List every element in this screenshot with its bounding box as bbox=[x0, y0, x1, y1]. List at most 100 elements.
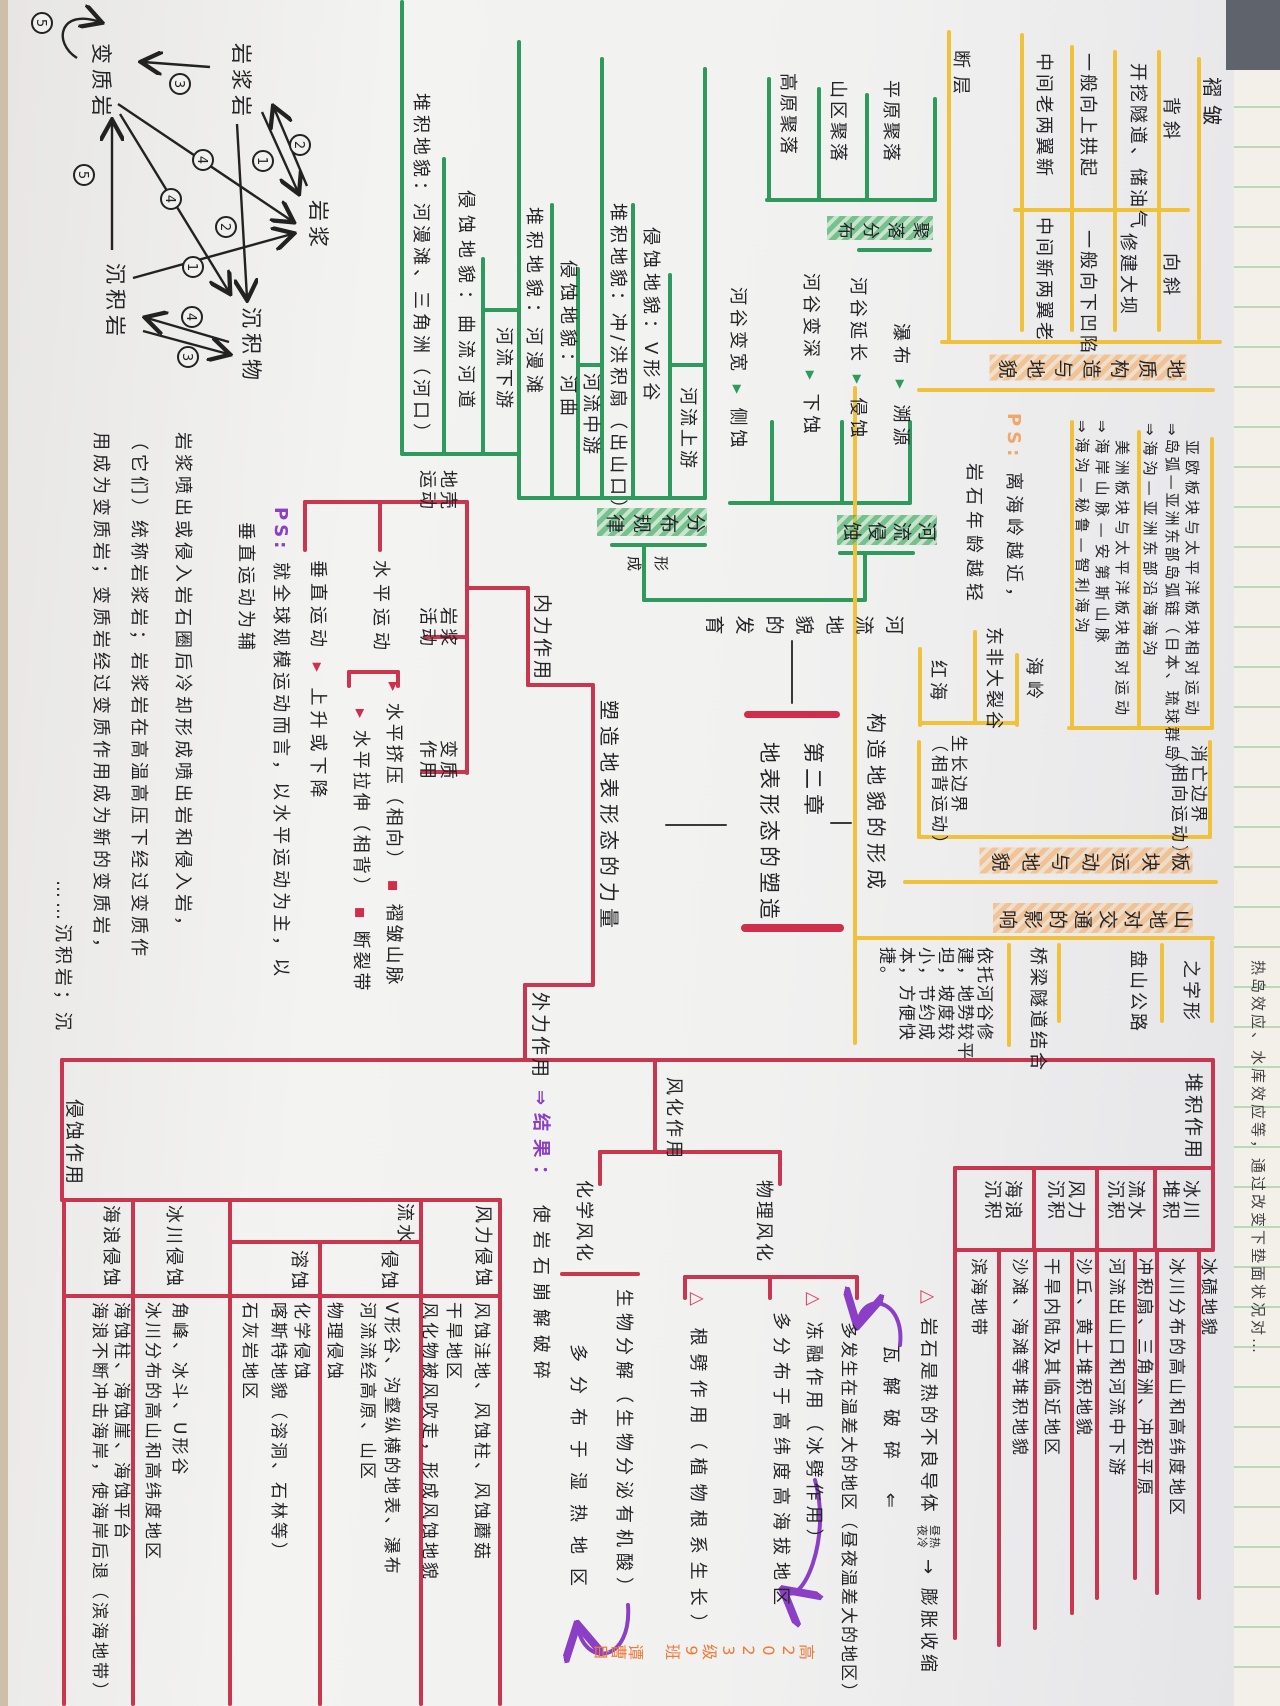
table-border bbox=[1095, 1250, 1099, 1600]
settlement-item: 平原聚落 bbox=[880, 80, 901, 164]
frost-wedging-note: 多分布于高纬度高海拔地区 bbox=[770, 1312, 791, 1612]
connector-line bbox=[838, 551, 915, 555]
erosion-detail: 石灰岩地区 bbox=[239, 1302, 259, 1402]
table-border bbox=[1153, 1166, 1157, 1252]
thermal-weathering-outcome: 瓦解破碎 ⇐ bbox=[879, 1345, 901, 1522]
connector-line bbox=[940, 340, 1222, 344]
anticline-header: 背斜 bbox=[1160, 97, 1181, 145]
connector-line bbox=[423, 635, 469, 639]
connector-line bbox=[517, 496, 707, 500]
author-name: 谭曹自 bbox=[593, 1641, 644, 1660]
erosion-detail: 风蚀洼地、风蚀柱、风蚀蘑菇 bbox=[471, 1302, 491, 1562]
erosion-detail: 海蚀柱、海蚀崖、海蚀平台 bbox=[111, 1302, 131, 1542]
day-night-stack: 昼热 夜冷 bbox=[915, 1525, 941, 1550]
table-border bbox=[1197, 57, 1201, 340]
note-text: 离海岭越近， bbox=[1003, 472, 1024, 611]
convergent-boundary-label: 消亡边界 （相向运动） bbox=[1168, 745, 1208, 865]
deposition-landforms: 沙滩、海滩等堆积地貌 bbox=[1009, 1258, 1029, 1458]
table-border bbox=[1020, 33, 1024, 332]
connector-line bbox=[600, 57, 604, 500]
night-text: 夜冷 bbox=[915, 1525, 929, 1550]
connector-line bbox=[1007, 943, 1011, 1047]
arrow-icon: ▸ bbox=[350, 709, 371, 722]
background-corner bbox=[1226, 0, 1280, 70]
table-border bbox=[131, 1198, 135, 1706]
table-border bbox=[1032, 1166, 1036, 1252]
connector-line bbox=[523, 983, 527, 1062]
class-info: 高2023级9班 bbox=[664, 1641, 815, 1660]
deposition-type: 风力 沉积 bbox=[1044, 1180, 1086, 1222]
magmatism-label: 岩浆 活动 bbox=[416, 607, 458, 649]
frost-wedging: △ 冻融作用（冰劈作用） bbox=[802, 1292, 824, 1552]
background-side-note: 热岛效应、水库效应等，通过改变下垫面状况对… bbox=[1249, 960, 1267, 1357]
result-prefix: ⇒结果： bbox=[530, 1090, 551, 1192]
table-border bbox=[1013, 208, 1190, 212]
connector-line bbox=[973, 630, 977, 725]
erosion-type: 流水 bbox=[394, 1203, 415, 1245]
syncline-header: 向斜 bbox=[1160, 253, 1181, 301]
table-border bbox=[1133, 1250, 1137, 1580]
table-border bbox=[318, 1240, 322, 1706]
note-text: 就全球规模运动而言，以水平运动为主，以 bbox=[270, 562, 291, 981]
connector-line bbox=[1057, 943, 1061, 1023]
label-line: 生长边界 bbox=[948, 735, 968, 815]
horizontal-tension: ▸ 水平拉伸（相背） ▪ 断裂带 bbox=[349, 709, 371, 994]
connector-line bbox=[610, 543, 707, 547]
ps-label: PS: bbox=[1003, 413, 1024, 462]
node-sedimentary-rock: 沉积岩 bbox=[103, 263, 127, 341]
convergent-detail: 美洲板块与太平洋板块相对运动 bbox=[1113, 440, 1131, 721]
connector-line bbox=[683, 1275, 687, 1300]
chemical-weathering-note: 多分布于湿热地区 bbox=[567, 1344, 588, 1600]
motion-text: 水平拉伸（相背） bbox=[350, 729, 371, 898]
structure-section-title: 构造地貌的形成 bbox=[864, 713, 888, 895]
transport-note: 依托河谷修建，地势较平坦，坡度较小，节约成本，方便快捷。 bbox=[876, 947, 994, 1061]
downstream-erosion: 侵蚀地貌：曲流河道 bbox=[455, 190, 476, 415]
table-border bbox=[419, 1198, 423, 1706]
arrow-icon: ▸ bbox=[890, 379, 911, 394]
erosion-type: 冰川侵蚀 bbox=[163, 1205, 184, 1289]
connector-line bbox=[855, 1275, 859, 1300]
label-line: 沉积 bbox=[1044, 1180, 1066, 1222]
midstream-label: 河流中游 bbox=[580, 373, 601, 457]
deposition-label: 堆积作用 bbox=[1182, 1073, 1204, 1162]
erosion-detail: V形谷、沟壑纵横的地表、瀑布 bbox=[381, 1302, 401, 1577]
river-formation-label: 形成 bbox=[615, 554, 669, 572]
connector-line bbox=[526, 588, 530, 687]
connector-line bbox=[1210, 437, 1214, 730]
chemical-weathering-label: 化学风化 bbox=[573, 1180, 594, 1264]
label-line: 流水 bbox=[1125, 1180, 1146, 1222]
connector-line bbox=[591, 685, 595, 985]
outcome-text: 瓦解破碎 bbox=[880, 1345, 901, 1473]
erosion-type: 侧蚀 bbox=[727, 407, 748, 452]
connector-line bbox=[598, 1150, 782, 1154]
title-bar bbox=[744, 711, 840, 718]
deposition-type: 流水 沉积 bbox=[1104, 1180, 1146, 1222]
arrow-icon: → bbox=[917, 1559, 939, 1579]
rock-cycle-explanation-line: （它们）统称岩浆岩；岩浆岩在高温高压下经过变质作 bbox=[128, 432, 149, 960]
deposition-landforms: 冲积扇、三角洲、冲积平原 bbox=[1134, 1258, 1154, 1498]
convergent-detail: ⇒岛弧—亚洲东部岛弧链（日本、琉球群岛） bbox=[1163, 423, 1181, 781]
label-line: 活动 bbox=[416, 607, 438, 649]
label-line: 变质 bbox=[437, 740, 458, 782]
label-line: 消亡边界 bbox=[1188, 745, 1208, 825]
connector-line bbox=[550, 203, 554, 500]
triangle-icon: △ bbox=[917, 1290, 939, 1308]
erosion-detail: 河流流经高原、山区 bbox=[357, 1302, 377, 1482]
transport-item: 盘山公路 bbox=[1127, 950, 1148, 1034]
connector-line bbox=[917, 388, 1215, 392]
connector-line bbox=[517, 40, 521, 500]
dash-icon: ▪ bbox=[350, 906, 371, 922]
connector-line bbox=[1208, 740, 1212, 839]
connector-line bbox=[400, 452, 521, 456]
result-text: 断裂带 bbox=[350, 930, 371, 994]
deposition-region: 河流出山口和河流中下游 bbox=[1106, 1258, 1126, 1478]
connector-line bbox=[865, 93, 869, 202]
plate-note: PS: 离海岭越近， bbox=[1002, 413, 1024, 611]
connector-line bbox=[917, 740, 921, 839]
connector-line bbox=[303, 500, 469, 504]
table-border bbox=[228, 1198, 232, 1706]
connector-line bbox=[728, 501, 912, 505]
triangle-icon: △ bbox=[687, 1292, 708, 1314]
connector-line bbox=[1210, 940, 1214, 1023]
